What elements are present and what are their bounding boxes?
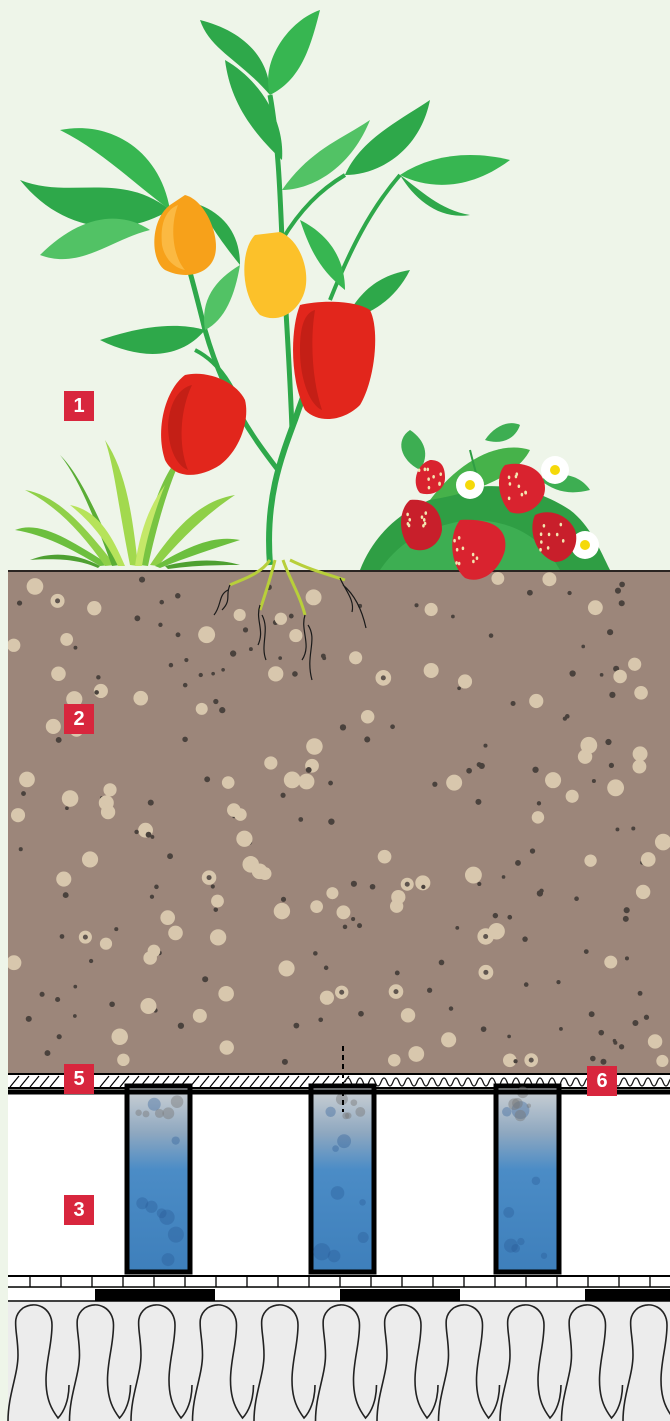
strawberry-plant-icon	[360, 423, 610, 580]
label-3: 3	[64, 1195, 94, 1225]
label-1: 1	[64, 391, 94, 421]
drainage-layer	[8, 1086, 670, 1278]
protection-layer	[8, 1277, 670, 1302]
label-6: 6	[587, 1066, 617, 1096]
label-5: 5	[64, 1064, 94, 1094]
insulation-layer	[8, 1302, 670, 1421]
soil-layer	[7, 571, 670, 1073]
label-2: 2	[64, 704, 94, 734]
